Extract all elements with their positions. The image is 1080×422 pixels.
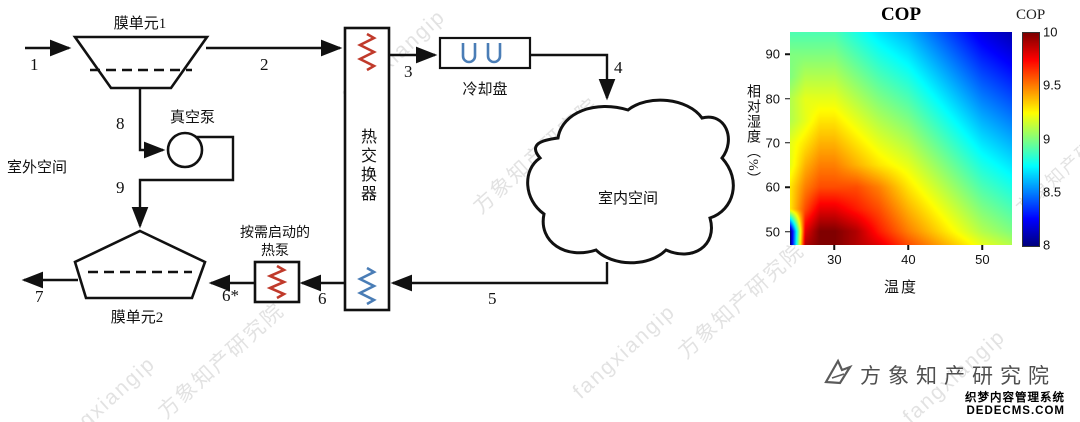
flow-arrow-9 — [131, 135, 235, 229]
flow-label-7: 7 — [35, 287, 44, 306]
flow-arrow-4 — [530, 53, 616, 101]
coil-loop-icon — [486, 43, 502, 64]
brand-org-name: 方象知产研究院 — [860, 364, 1056, 388]
flow-arrow-5 — [390, 262, 609, 292]
colorbar-title: COP — [1016, 7, 1046, 23]
cold-coil-icon — [357, 266, 377, 306]
indoor-space-blob — [526, 98, 735, 265]
flow-label-5: 5 — [488, 289, 497, 308]
heat-pump-label-line2: 热泵 — [261, 244, 289, 259]
flow-label-1: 1 — [30, 55, 39, 74]
vacuum-pump-label: 真空泵 — [170, 110, 216, 126]
outdoor-space-label: 室外空间 — [7, 160, 68, 176]
flow-label-2: 2 — [260, 55, 269, 74]
flow-label-4: 4 — [614, 58, 623, 77]
cooling-coil-label: 冷却盘 — [462, 82, 508, 98]
fangxiang-logo-icon — [822, 356, 854, 388]
heat-exchanger-shape — [343, 26, 391, 312]
colorbar-canvas — [1022, 32, 1040, 247]
flow-arrow-8 — [138, 88, 166, 159]
membrane-unit-2-label: 膜单元2 — [110, 310, 164, 326]
flow-label-6: 6 — [318, 289, 327, 308]
indoor-space-label: 室内空间 — [597, 191, 658, 207]
heat-exchanger-label: 热交换器 — [358, 128, 375, 204]
cms-watermark: 织梦内容管理系统 DEDECMS.COM — [940, 392, 1065, 418]
flow-label-3: 3 — [404, 62, 413, 81]
membrane-unit-1-label: 膜单元1 — [113, 16, 167, 32]
coil-loop-icon — [461, 43, 477, 64]
x-axis-label: 温度 — [883, 280, 918, 296]
flow-label-8: 8 — [116, 114, 125, 133]
vacuum-pump-icon — [166, 131, 204, 169]
cms-line1: 织梦内容管理系统 — [965, 392, 1065, 404]
heat-pump-label-line1: 按需启动的 — [240, 226, 310, 241]
cooling-coil-shape — [438, 36, 532, 70]
y-axis-label: 相对湿度（%） — [745, 84, 760, 187]
membrane-unit-1-shape — [72, 35, 210, 90]
membrane-unit-2-shape — [73, 229, 207, 300]
chart-title: COP — [880, 4, 922, 25]
flow-label-9: 9 — [116, 178, 125, 197]
heat-pump-shape — [253, 260, 301, 304]
flow-label-6star: 6* — [222, 286, 239, 305]
heat-pump-coil-icon — [266, 264, 288, 300]
hot-coil-icon — [357, 32, 377, 72]
cop-heatmap-canvas — [790, 32, 1012, 245]
cms-line2: DEDECMS.COM — [966, 405, 1065, 417]
